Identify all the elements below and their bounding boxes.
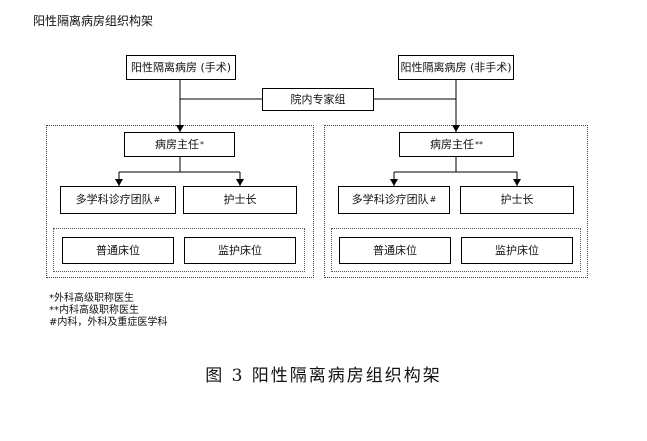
director-node-left: 病房主任* [124,132,235,157]
head-nurse-label-right: 护士长 [500,193,534,206]
mdt-mark-left: # [153,195,161,204]
nonsurgical-ward-node: 阳性隔离病房 (非手术) [398,55,514,80]
monitor-bed-node-right: 监护床位 [461,237,573,264]
general-bed-label-right: 普通床位 [373,243,417,257]
general-bed-node-right: 普通床位 [339,237,451,264]
director-node-right: 病房主任** [399,132,514,157]
expert-group-node: 院内专家组 [262,88,374,111]
footnote-internal: **内科高级职称医生 [49,305,139,316]
surgical-ward-label: 阳性隔离病房 (手术) [130,60,232,74]
mdt-label-right: 多学科诊疗团队 [351,193,429,206]
monitor-bed-label-right: 监护床位 [495,243,539,257]
director-label-right: 病房主任 [430,137,474,151]
footnote-surgical: *外科高级职称医生 [49,293,134,304]
monitor-bed-node-left: 监护床位 [184,237,296,264]
monitor-bed-label-left: 监护床位 [218,243,262,257]
surgical-ward-node: 阳性隔离病房 (手术) [126,55,236,80]
director-mark-right: ** [475,139,483,149]
page-title: 阳性隔离病房组织构架 [33,14,154,28]
mdt-node-left: 多学科诊疗团队# [60,186,176,214]
head-nurse-node-right: 护士长 [460,186,574,214]
footnote-mdt: #内科，外科及重症医学科 [49,317,168,328]
director-label-left: 病房主任 [155,137,199,151]
general-bed-node-left: 普通床位 [62,237,174,264]
director-mark-left: * [200,139,204,149]
nonsurgical-ward-label: 阳性隔离病房 (非手术) [400,60,512,74]
expert-group-label: 院内专家组 [290,92,346,106]
general-bed-label-left: 普通床位 [96,243,140,257]
mdt-mark-right: # [429,195,437,204]
figure-caption: 图 3 阳性隔离病房组织构架 [205,366,442,386]
nonsurgical-bed-group [331,228,581,272]
mdt-label-left: 多学科诊疗团队 [75,193,153,206]
head-nurse-node-left: 护士长 [183,186,297,214]
surgical-bed-group [53,228,305,272]
mdt-node-right: 多学科诊疗团队# [338,186,450,214]
head-nurse-label-left: 护士长 [223,193,257,206]
